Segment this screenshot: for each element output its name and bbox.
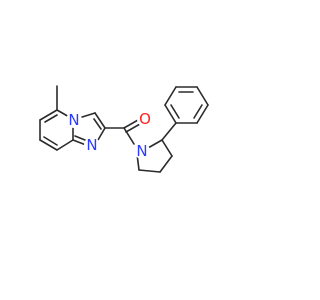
bond-phenyl-c3-c4 — [196, 86, 209, 106]
bond-c3-c2 — [94, 112, 106, 129]
atom-label: N — [68, 111, 79, 129]
bond-c4-c5-pyrrolidine — [138, 169, 161, 173]
bond-phenyl-double-3 — [170, 104, 180, 119]
atom-label: N — [86, 136, 97, 154]
bond-n1-c8a — [72, 139, 87, 146]
molecule-structure: N N O N — [39, 85, 209, 173]
bond-double-n1-c8a — [74, 135, 86, 141]
atom-nitrogen-ring: N — [84, 136, 100, 154]
bond-double-c6-c5 — [44, 114, 58, 123]
bond-c8-c7 — [39, 139, 58, 151]
bond-carbonyl-oxygen-2 — [125, 123, 141, 133]
atom-oxygen: O — [137, 110, 153, 128]
bond-double-c8-c7 — [43, 136, 58, 146]
bond-c2-c3-pyrrolidine — [161, 139, 173, 157]
bond-n4-c3 — [78, 112, 96, 119]
bond-phenyl-c2-c3 — [196, 104, 209, 124]
bond-n-c2-pyrrolidine — [147, 139, 163, 149]
bond-carbonyl-amide-n — [123, 127, 135, 145]
bond-c2-n1 — [97, 127, 106, 141]
atom-label: N — [136, 142, 147, 160]
bond-c6-c5 — [39, 109, 58, 121]
bond-double-c3-c2 — [93, 118, 102, 130]
bond-phenyl-double-1 — [193, 104, 203, 119]
bond-carbonyl-oxygen-1 — [123, 119, 139, 129]
atom-label: O — [139, 110, 151, 128]
bond-c8a-c8 — [56, 139, 74, 151]
bond-pyrrolidine-phenyl — [161, 122, 177, 141]
atom-nitrogen-bridge: N — [66, 111, 82, 129]
bond-phenyl-c6-c1 — [164, 104, 177, 124]
bond-c3-c4-pyrrolidine — [159, 155, 173, 173]
bond-phenyl-c5-c6 — [164, 86, 177, 106]
atom-nitrogen-amide: N — [134, 142, 150, 160]
